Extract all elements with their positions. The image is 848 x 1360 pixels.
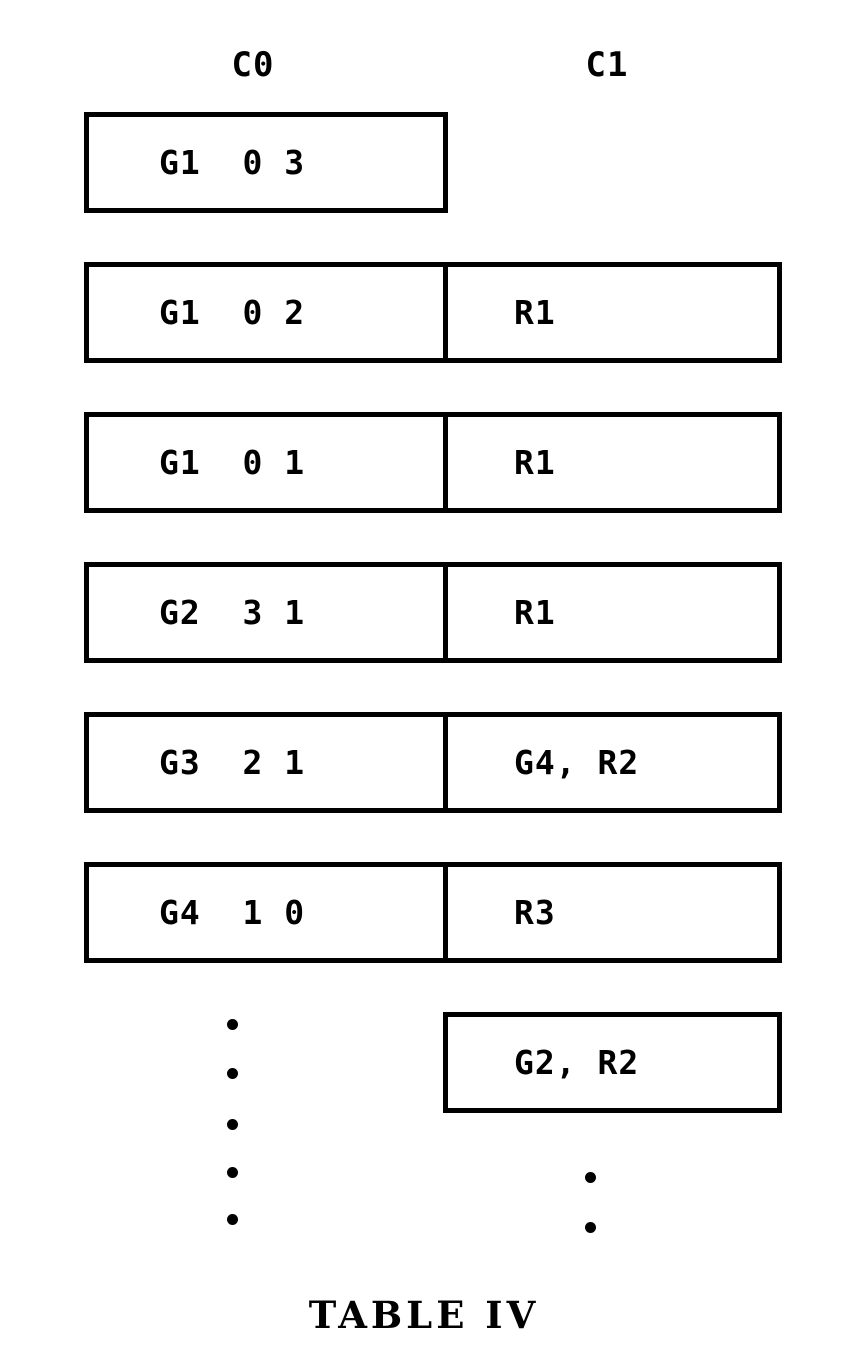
- column-header-c1: C1: [585, 45, 629, 85]
- ellipsis-dot-icon: [227, 1119, 238, 1130]
- cell-c0-text: G4 1 0: [159, 893, 306, 932]
- cell-c1: R1: [443, 412, 782, 513]
- cell-c1-text: R3: [514, 893, 556, 932]
- cell-c1: R3: [443, 862, 782, 963]
- table-row: G3 2 1 G4, R2: [84, 712, 782, 813]
- table-row: G2 3 1 R1: [84, 562, 782, 663]
- cell-c0-text: G1 0 2: [159, 293, 306, 332]
- cell-c1-text: R1: [514, 593, 556, 632]
- cell-c1: G2, R2: [443, 1012, 782, 1113]
- cell-c0-text: G3 2 1: [159, 743, 306, 782]
- ellipsis-dot-icon: [227, 1214, 238, 1225]
- cell-c1-text: G4, R2: [514, 743, 640, 782]
- ellipsis-dot-icon: [227, 1167, 238, 1178]
- table-row: G2, R2: [84, 1012, 782, 1113]
- cell-c0-text: G1 0 3: [159, 143, 306, 182]
- cell-c1: G4, R2: [443, 712, 782, 813]
- cell-c0: G3 2 1: [84, 712, 448, 813]
- table-row: G1 0 2 R1: [84, 262, 782, 363]
- cell-c0-text: G1 0 1: [159, 443, 306, 482]
- figure-caption: TABLE IV: [308, 1293, 540, 1337]
- cell-c0: G4 1 0: [84, 862, 448, 963]
- cell-c1-text: G2, R2: [514, 1043, 640, 1082]
- cell-c0: G1 0 2: [84, 262, 448, 363]
- cell-c1-text: R1: [514, 293, 556, 332]
- table-row: G1 0 3: [84, 112, 782, 213]
- ellipsis-dot-icon: [585, 1222, 596, 1233]
- ellipsis-dot-icon: [227, 1068, 238, 1079]
- cell-c0-text: G2 3 1: [159, 593, 306, 632]
- cell-c1-text: R1: [514, 443, 556, 482]
- table-row: G4 1 0 R3: [84, 862, 782, 963]
- column-header-c0: C0: [231, 45, 275, 85]
- cell-c1: R1: [443, 562, 782, 663]
- table-row: G1 0 1 R1: [84, 412, 782, 513]
- cell-c1: R1: [443, 262, 782, 363]
- ellipsis-dot-icon: [227, 1019, 238, 1030]
- cell-c0: G1 0 3: [84, 112, 448, 213]
- cell-c0: G1 0 1: [84, 412, 448, 513]
- ellipsis-dot-icon: [585, 1172, 596, 1183]
- cell-c0: G2 3 1: [84, 562, 448, 663]
